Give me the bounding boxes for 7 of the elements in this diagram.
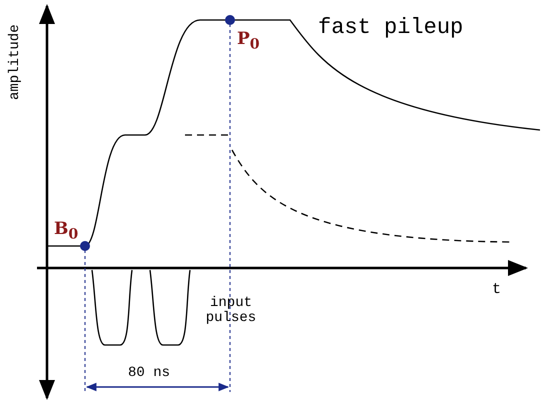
point-label: B$_{0}$ <box>54 220 78 243</box>
axis-label: t <box>492 282 502 298</box>
axis-label: amplitude <box>8 24 24 100</box>
dimension-label: 80 ns <box>128 366 170 382</box>
point-label: P$_{0}$ <box>237 30 260 53</box>
chart-title: fast pileup <box>318 16 464 40</box>
annotation-text: input pulses <box>204 296 258 327</box>
